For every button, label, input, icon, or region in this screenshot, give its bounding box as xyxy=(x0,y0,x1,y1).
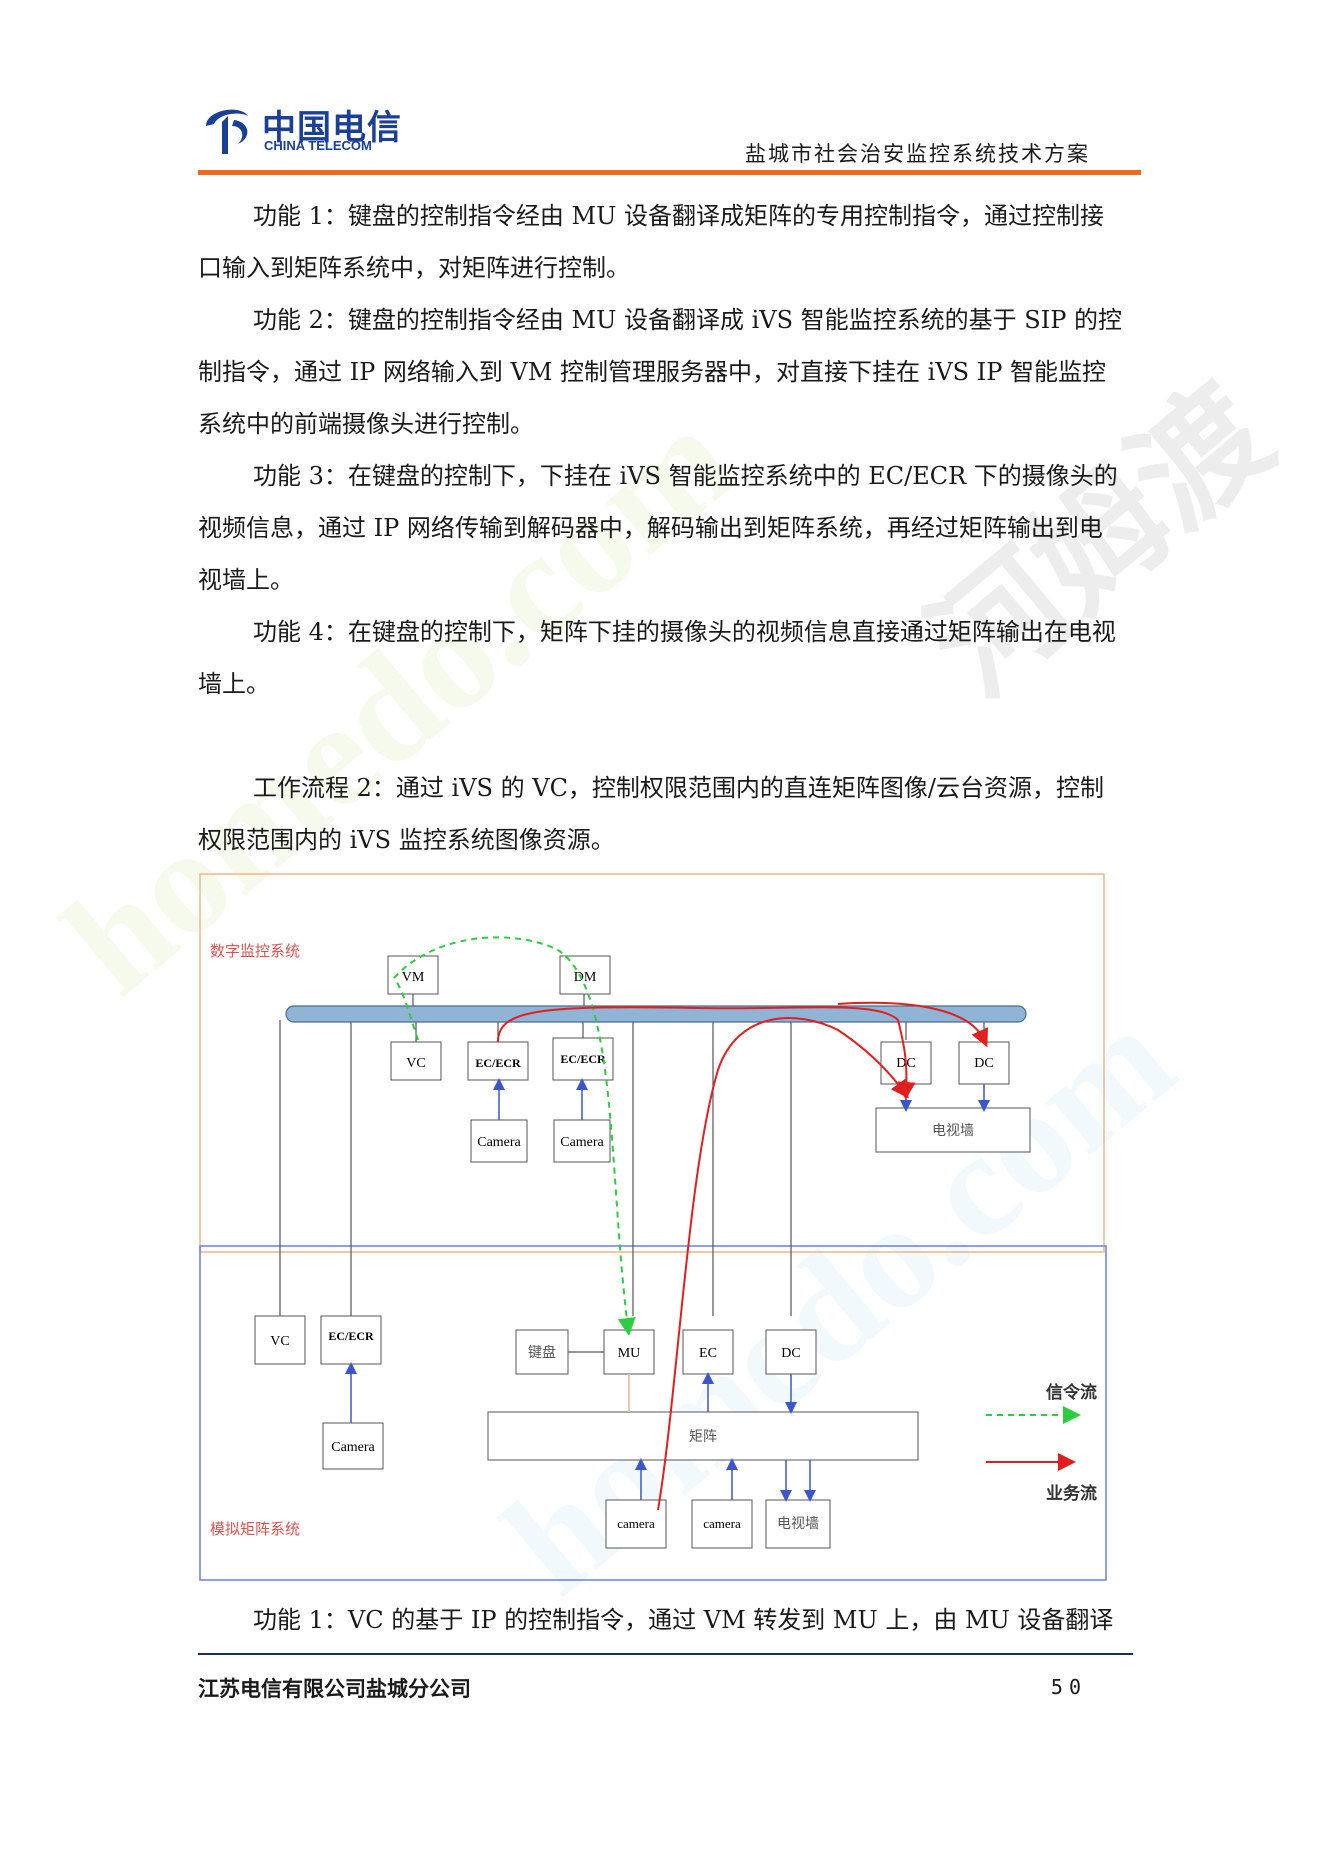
service-flow-path-3 xyxy=(657,1017,909,1511)
header-rule xyxy=(198,170,1141,175)
service-flow-path-1 xyxy=(497,1006,916,1100)
svg-text:DM: DM xyxy=(574,970,597,985)
camera-analog-box: Camera xyxy=(322,1422,384,1470)
analog-system-frame xyxy=(199,1245,1107,1581)
footer-rule xyxy=(198,1653,1133,1655)
camera-box-1: Camera xyxy=(470,1119,528,1163)
svg-text:EC/ECR: EC/ECR xyxy=(560,1052,606,1066)
paragraph-function-4: 功能 4：在键盘的控制下，矩阵下挂的摄像头的视频信息直接通过矩阵输出在电视墙上。 xyxy=(198,618,1116,698)
signal-flow-path xyxy=(393,936,628,1328)
svg-text:Camera: Camera xyxy=(477,1135,521,1150)
paragraph-workflow-2: 工作流程 2：通过 iVS 的 VC，控制权限范围内的直连矩阵图像/云台资源，控… xyxy=(198,774,1105,854)
page-number: 50 xyxy=(1050,1675,1087,1699)
svg-text:电视墙: 电视墙 xyxy=(777,1516,819,1532)
document-title: 盐城市社会治安监控系统技术方案 xyxy=(745,142,1090,166)
svg-text:VM: VM xyxy=(402,970,425,985)
matrix-box: 矩阵 xyxy=(487,1411,919,1461)
camera-lower-box-1: camera xyxy=(605,1499,667,1549)
tv-wall-analog-box: 电视墙 xyxy=(765,1499,831,1549)
logo-english: CHINA TELECOM xyxy=(264,138,372,153)
svg-text:EC/ECR: EC/ECR xyxy=(328,1329,374,1343)
camera-lower-box-2: camera xyxy=(691,1499,753,1549)
svg-text:MU: MU xyxy=(618,1346,641,1361)
legend-signal-label: 信令流 xyxy=(1046,1382,1097,1402)
tv-wall-digital-box: 电视墙 xyxy=(875,1107,1031,1153)
svg-text:EC: EC xyxy=(699,1346,717,1361)
svg-text:Camera: Camera xyxy=(560,1135,604,1150)
ip-network-bus xyxy=(285,1005,1027,1023)
vc-digital-box: VC xyxy=(390,1041,442,1081)
china-telecom-logo: 中国电信 CHINA TELECOM xyxy=(198,98,401,158)
mu-box: MU xyxy=(603,1329,655,1375)
keyboard-box: 键盘 xyxy=(515,1329,569,1375)
ec-analog-box: EC xyxy=(682,1329,734,1375)
logo-chinese: 中国电信 xyxy=(262,108,402,148)
legend: 信令流 业务流 xyxy=(986,1382,1097,1503)
analog-system-label: 模拟矩阵系统 xyxy=(210,1521,300,1538)
svg-text:矩阵: 矩阵 xyxy=(689,1429,717,1445)
service-flow-path-2 xyxy=(837,1001,989,1048)
footer-company: 江苏电信有限公司盐城分公司 xyxy=(198,1677,471,1701)
dc-analog-box: DC xyxy=(765,1329,817,1375)
paragraph-function-1: 功能 1：键盘的控制指令经由 MU 设备翻译成矩阵的专用控制指令，通过控制接口输… xyxy=(198,202,1104,282)
svg-text:键盘: 键盘 xyxy=(528,1344,556,1361)
paragraph-function-1b: 功能 1：VC 的基于 IP 的控制指令，通过 VM 转发到 MU 上，由 MU… xyxy=(253,1606,1114,1634)
system-diagram: 数字监控系统 模拟矩阵系统 VM DM VC EC/ECR EC/ECR Cam… xyxy=(199,873,1107,1581)
vc-analog-box: VC xyxy=(254,1315,306,1365)
svg-text:VC: VC xyxy=(406,1056,425,1071)
ec-ecr-box-1: EC/ECR xyxy=(467,1041,529,1081)
svg-text:电视墙: 电视墙 xyxy=(932,1123,974,1139)
svg-text:DC: DC xyxy=(974,1056,993,1071)
svg-text:Camera: Camera xyxy=(331,1440,375,1455)
svg-text:camera: camera xyxy=(703,1516,741,1531)
bus-drops xyxy=(279,994,985,1316)
svg-text:camera: camera xyxy=(617,1516,655,1531)
svg-text:VC: VC xyxy=(270,1334,289,1349)
digital-system-label: 数字监控系统 xyxy=(210,943,300,960)
paragraph-function-3: 功能 3：在键盘的控制下，下挂在 iVS 智能监控系统中的 EC/ECR 下的摄… xyxy=(198,462,1118,594)
paragraph-function-2: 功能 2：键盘的控制指令经由 MU 设备翻译成 iVS 智能监控系统的基于 SI… xyxy=(198,306,1122,438)
svg-text:DC: DC xyxy=(781,1346,800,1361)
ec-ecr-analog-box: EC/ECR xyxy=(320,1315,382,1365)
dc-box-2: DC xyxy=(958,1041,1010,1085)
telecom-swirl-icon xyxy=(206,109,248,154)
svg-text:EC/ECR: EC/ECR xyxy=(475,1056,521,1070)
camera-box-2: Camera xyxy=(553,1119,611,1163)
legend-service-label: 业务流 xyxy=(1046,1483,1097,1503)
digital-system-frame xyxy=(199,873,1105,1253)
